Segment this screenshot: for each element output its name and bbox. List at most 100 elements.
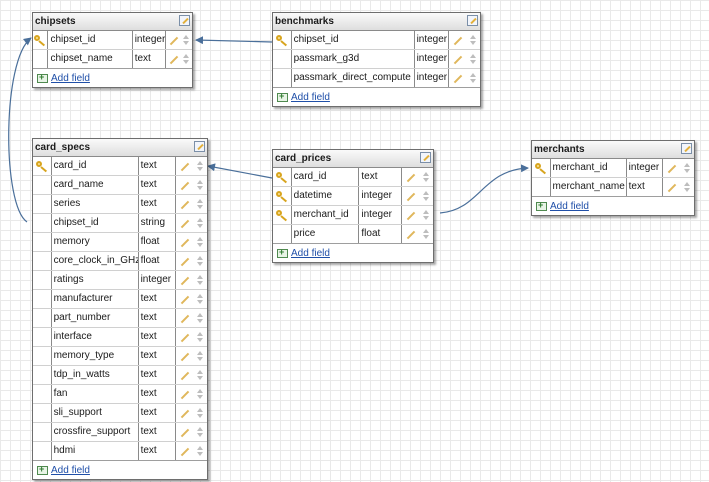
field-name[interactable]: chipset_name — [48, 50, 133, 68]
field-name[interactable]: merchant_id — [292, 206, 360, 224]
field-name[interactable]: memory_type — [52, 347, 139, 365]
pencil-icon[interactable] — [180, 238, 189, 247]
pencil-icon[interactable] — [453, 55, 462, 64]
pencil-icon[interactable] — [453, 36, 462, 45]
add-field[interactable]: Add field — [273, 244, 433, 262]
field-type[interactable]: integer — [415, 31, 449, 49]
updown-icon[interactable] — [196, 199, 203, 209]
pencil-icon[interactable] — [406, 211, 415, 220]
updown-icon[interactable] — [196, 351, 203, 361]
field-name[interactable]: card_id — [52, 157, 139, 175]
field-type[interactable]: float — [359, 225, 402, 243]
field-type[interactable]: string — [139, 214, 176, 232]
field-type[interactable]: text — [139, 176, 176, 194]
add-field[interactable]: Add field — [33, 461, 207, 479]
updown-icon[interactable] — [196, 370, 203, 380]
add-field-link[interactable]: Add field — [51, 72, 90, 84]
field-name[interactable]: datetime — [292, 187, 360, 205]
updown-icon[interactable] — [196, 161, 203, 171]
updown-icon[interactable] — [683, 163, 690, 173]
field-type[interactable]: text — [139, 366, 176, 384]
field-type[interactable]: integer — [133, 31, 167, 49]
table-header[interactable]: merchants — [532, 141, 694, 159]
pencil-icon[interactable] — [180, 181, 189, 190]
add-field-link[interactable]: Add field — [550, 200, 589, 212]
pencil-icon[interactable] — [169, 55, 178, 64]
updown-icon[interactable] — [469, 54, 476, 64]
field-type[interactable]: text — [359, 168, 402, 186]
edit-table-icon[interactable] — [179, 15, 190, 26]
pencil-icon[interactable] — [180, 333, 189, 342]
updown-icon[interactable] — [183, 54, 190, 64]
table-header[interactable]: card_prices — [273, 150, 433, 168]
updown-icon[interactable] — [196, 275, 203, 285]
add-field-link[interactable]: Add field — [291, 247, 330, 259]
pencil-icon[interactable] — [169, 36, 178, 45]
pencil-icon[interactable] — [406, 173, 415, 182]
edit-table-icon[interactable] — [467, 15, 478, 26]
field-type[interactable]: text — [139, 347, 176, 365]
add-field[interactable]: Add field — [273, 88, 480, 106]
field-name[interactable]: passmark_direct_compute — [292, 69, 415, 87]
updown-icon[interactable] — [196, 313, 203, 323]
field-type[interactable]: text — [139, 157, 176, 175]
field-type[interactable]: text — [139, 195, 176, 213]
add-field-link[interactable]: Add field — [291, 91, 330, 103]
field-name[interactable]: tdp_in_watts — [52, 366, 139, 384]
field-type[interactable]: text — [139, 385, 176, 403]
updown-icon[interactable] — [196, 294, 203, 304]
field-type[interactable]: integer — [415, 50, 449, 68]
pencil-icon[interactable] — [180, 409, 189, 418]
field-type[interactable]: text — [139, 442, 176, 460]
field-type[interactable]: text — [139, 423, 176, 441]
field-name[interactable]: core_clock_in_GHz — [52, 252, 139, 270]
updown-icon[interactable] — [196, 408, 203, 418]
updown-icon[interactable] — [422, 191, 429, 201]
pencil-icon[interactable] — [180, 276, 189, 285]
pencil-icon[interactable] — [180, 390, 189, 399]
edit-table-icon[interactable] — [681, 143, 692, 154]
field-name[interactable]: chipset_id — [292, 31, 415, 49]
updown-icon[interactable] — [196, 180, 203, 190]
pencil-icon[interactable] — [667, 183, 676, 192]
field-type[interactable]: float — [139, 252, 176, 270]
updown-icon[interactable] — [196, 237, 203, 247]
edit-table-icon[interactable] — [194, 141, 205, 152]
updown-icon[interactable] — [422, 172, 429, 182]
field-name[interactable]: merchant_name — [551, 178, 627, 196]
field-type[interactable]: text — [139, 404, 176, 422]
field-type[interactable]: integer — [359, 206, 402, 224]
field-name[interactable]: chipset_id — [48, 31, 133, 49]
field-name[interactable]: merchant_id — [551, 159, 627, 177]
table-header[interactable]: chipsets — [33, 13, 192, 31]
pencil-icon[interactable] — [180, 219, 189, 228]
table-header[interactable]: benchmarks — [273, 13, 480, 31]
field-type[interactable]: integer — [415, 69, 449, 87]
pencil-icon[interactable] — [180, 295, 189, 304]
updown-icon[interactable] — [196, 256, 203, 266]
field-name[interactable]: chipset_id — [52, 214, 139, 232]
add-field[interactable]: Add field — [532, 197, 694, 215]
field-type[interactable]: text — [627, 178, 663, 196]
field-name[interactable]: passmark_g3d — [292, 50, 415, 68]
